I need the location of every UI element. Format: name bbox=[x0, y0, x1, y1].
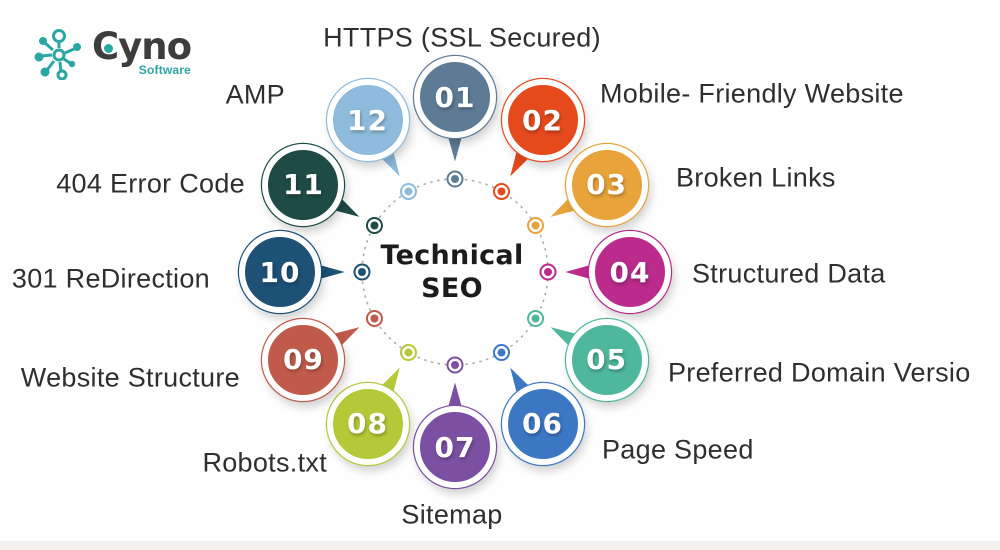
item-label-06: Page Speed bbox=[602, 434, 754, 465]
bubble-number: 12 bbox=[347, 103, 388, 137]
bubble-number: 03 bbox=[586, 168, 628, 201]
bubble-number: 10 bbox=[259, 255, 301, 289]
item-label-04: Structured Data bbox=[692, 258, 886, 289]
item-label-11: 404 Error Code bbox=[56, 168, 245, 199]
logo: Cyno Software bbox=[34, 28, 192, 80]
item-label-01: HTTPS (SSL Secured) bbox=[323, 22, 601, 53]
bubble-05: 05 bbox=[565, 318, 648, 401]
bubble-number: 01 bbox=[434, 80, 476, 114]
item-label-12: AMP bbox=[225, 79, 285, 110]
dot-07 bbox=[446, 356, 464, 374]
center-title-line2: SEO bbox=[421, 273, 483, 304]
bubble-number: 11 bbox=[282, 168, 324, 201]
molecule-icon bbox=[34, 29, 81, 80]
brand-subtitle: Software bbox=[138, 63, 192, 77]
item-label-02: Mobile- Friendly Website bbox=[600, 78, 904, 109]
dot-06 bbox=[493, 344, 510, 362]
dot-04 bbox=[539, 263, 557, 281]
item-label-08: Robots.txt bbox=[202, 447, 327, 478]
bubble-number: 05 bbox=[586, 343, 628, 376]
bubble-number: 02 bbox=[522, 103, 563, 137]
bubble-number: 09 bbox=[282, 343, 324, 376]
bubble-12: 12 bbox=[326, 79, 409, 162]
item-label-09: Website Structure bbox=[20, 362, 240, 393]
bubble-number: 08 bbox=[347, 407, 388, 441]
dot-05 bbox=[527, 310, 545, 327]
brand-block: Cyno Software bbox=[92, 28, 192, 77]
bubble-04: 04 bbox=[589, 231, 671, 313]
bubble-09: 09 bbox=[262, 318, 345, 401]
center-title: Technical SEO bbox=[380, 239, 523, 305]
dot-03 bbox=[527, 217, 545, 234]
dot-09 bbox=[365, 310, 383, 327]
bubble-number: 04 bbox=[609, 255, 651, 289]
item-label-10: 301 ReDirection bbox=[11, 263, 210, 294]
dot-12 bbox=[400, 182, 417, 200]
bubble-11: 11 bbox=[262, 143, 345, 226]
bottom-strip bbox=[0, 541, 1000, 550]
dot-11 bbox=[365, 217, 383, 234]
item-label-03: Broken Links bbox=[676, 162, 836, 193]
dot-01 bbox=[446, 170, 464, 188]
bubble-number: 07 bbox=[434, 430, 476, 464]
bubble-01: 01 bbox=[414, 56, 496, 138]
bubble-03: 03 bbox=[565, 143, 648, 226]
item-label-07: Sitemap bbox=[401, 499, 503, 530]
center-title-line1: Technical bbox=[380, 240, 524, 271]
brand-c-dot bbox=[104, 44, 113, 53]
bubble-02: 02 bbox=[501, 79, 584, 162]
dot-08 bbox=[400, 344, 417, 362]
dot-10 bbox=[353, 263, 371, 281]
bubble-06: 06 bbox=[501, 382, 584, 465]
bubble-10: 10 bbox=[239, 231, 321, 313]
bubble-number: 06 bbox=[522, 407, 563, 441]
bubble-08: 08 bbox=[326, 382, 409, 465]
dot-02 bbox=[493, 182, 510, 200]
bubble-07: 07 bbox=[414, 406, 496, 488]
item-label-05: Preferred Domain Versio bbox=[668, 357, 971, 388]
